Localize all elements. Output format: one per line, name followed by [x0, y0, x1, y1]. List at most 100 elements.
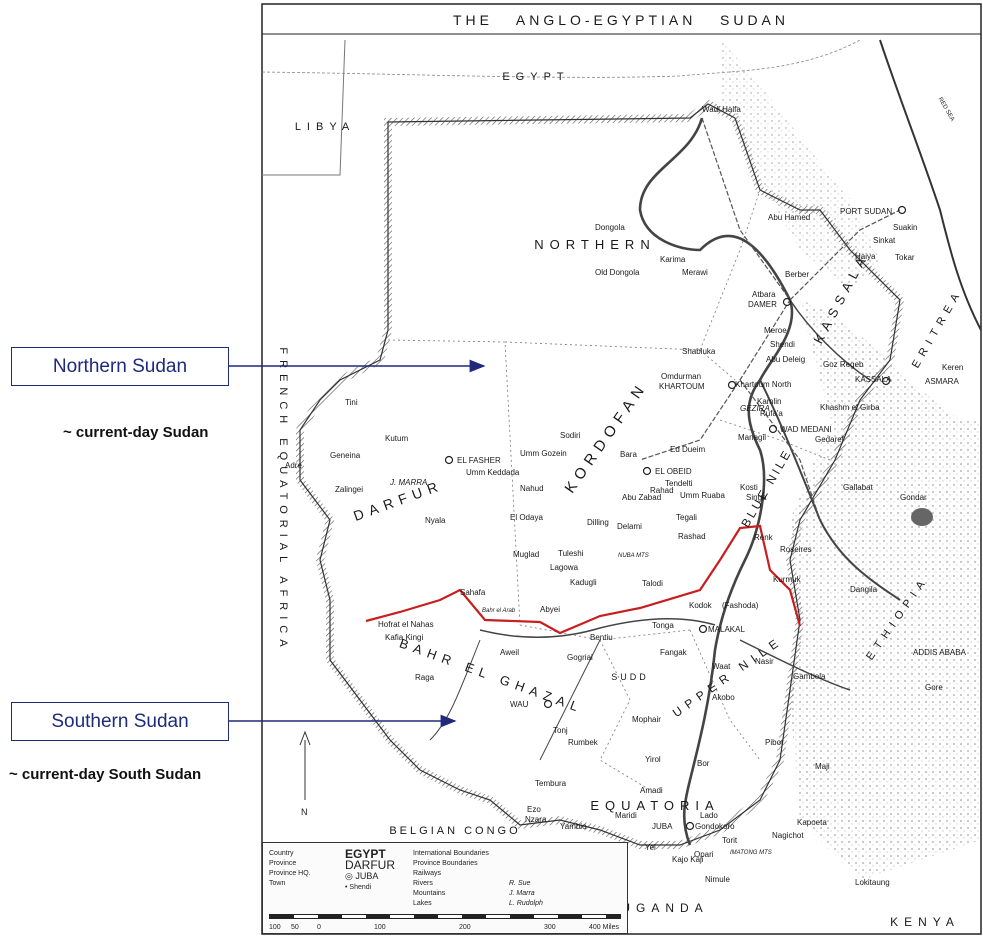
place-gondokoro: Gondokoro	[695, 822, 735, 831]
place-kamlin: Kamlin	[757, 397, 781, 406]
place-fangak: Fangak	[660, 648, 688, 657]
scale-label-3: 100	[374, 924, 386, 931]
place-tendelti: Tendelti	[665, 479, 693, 488]
place-khashm-el-girba: Khashm el Girba	[820, 403, 880, 412]
province-equatoria: EQUATORIA	[590, 798, 719, 813]
legend-mountains: Mountains	[413, 890, 446, 897]
place-lado: Lado	[700, 811, 718, 820]
country-uganda: UGANDA	[621, 901, 708, 915]
place-abu-zabad: Abu Zabad	[622, 493, 661, 502]
place-nyala: Nyala	[425, 516, 446, 525]
place-maji: Maji	[815, 762, 830, 771]
place-dilling: Dilling	[587, 518, 609, 527]
place-umm-ruaba: Umm Ruaba	[680, 491, 725, 500]
north-south-boundary	[365, 524, 802, 635]
place-akobo: Akobo	[712, 693, 735, 702]
place-wadi-halfa: Wadi Halfa	[702, 105, 741, 114]
place-kutum: Kutum	[385, 434, 408, 443]
place-kodok: Kodok	[689, 601, 713, 610]
country-libya: LIBYA	[295, 121, 355, 133]
place-yirol: Yirol	[645, 755, 661, 764]
place-khartoum-north: Khartoum North	[735, 380, 791, 389]
scale-label-2: 0	[317, 924, 321, 931]
place-tuleshi: Tuleshi	[558, 549, 584, 558]
legend-sample-1	[509, 859, 543, 869]
place-rashad: Rashad	[678, 532, 706, 541]
place-el-fasher: EL FASHER	[457, 456, 501, 465]
place-mophair: Mophair	[632, 715, 661, 724]
place-adre: Adre	[285, 461, 302, 470]
place-goz-regeb: Goz Regeb	[823, 360, 864, 369]
place-rahad: Rahad	[650, 486, 674, 495]
place-wad-medani: WAD MEDANI	[780, 425, 832, 434]
place-bahr-el-arab: Bahr el Arab	[482, 608, 516, 614]
place-suakin: Suakin	[893, 223, 917, 232]
north-arrow-head	[299, 730, 311, 746]
place-labels: Wadi Halfa Dongola Old Dongola Karima Me…	[285, 105, 967, 887]
place-asmara: ASMARA	[925, 377, 959, 386]
northern-sudan-subcaption: ~ current-day Sudan	[63, 424, 209, 441]
place-kapoeta: Kapoeta	[797, 818, 827, 827]
place-ezo: Ezo	[527, 805, 541, 814]
sudan-border	[299, 103, 901, 846]
legend-sample-lake: L. Rudolph	[509, 900, 543, 907]
place-malakal: MALAKAL	[708, 625, 745, 634]
place-keren: Keren	[942, 363, 963, 372]
place-bara: Bara	[620, 450, 637, 459]
place-tegali: Tegali	[676, 513, 697, 522]
place-abu-hamed: Abu Hamed	[768, 213, 810, 222]
place-nahud: Nahud	[520, 484, 544, 493]
place-abu-deleig: Abu Deleig	[766, 355, 805, 364]
place-omdurman: Omdurman	[661, 372, 701, 381]
bahr-el-ghazal-river	[479, 618, 716, 638]
north-arrow-label: N	[301, 807, 308, 817]
white-nile	[638, 117, 794, 846]
legend-col-examples: EGYPT DARFUR ◎ JUBA • Shendi	[345, 847, 395, 893]
legend-town: Town	[269, 880, 286, 887]
place-amadi: Amadi	[640, 786, 663, 795]
place-addis-ababa: ADDIS ABABA	[913, 648, 967, 657]
place-imatong-mts: IMATONG MTS	[730, 850, 772, 856]
red-sea-coast	[879, 39, 982, 331]
scale-label-6: 400 Miles	[589, 924, 619, 931]
legend-example-town: • Shendi	[345, 884, 372, 891]
place-talodi: Talodi	[642, 579, 663, 588]
town-markers	[444, 205, 907, 831]
place-delami: Delami	[617, 522, 642, 531]
southern-sudan-subcaption: ~ current-day South Sudan	[9, 766, 202, 783]
place-wau: WAU	[510, 700, 529, 709]
legend-sample-0	[509, 849, 543, 859]
jur-river	[539, 639, 601, 761]
place-yambio: Yambio	[560, 822, 587, 831]
place-zalingei: Zalingei	[335, 485, 363, 494]
place-gondar: Gondar	[900, 493, 927, 502]
map-legend: Country Province Province HQ. Town EGYPT…	[262, 842, 628, 934]
red-sea-hills-relief	[720, 40, 880, 290]
place-torit: Torit	[722, 836, 738, 845]
place-renk: Renk	[754, 533, 774, 542]
place-ed-dueim: Ed Dueim	[670, 445, 705, 454]
place-gore: Gore	[925, 683, 943, 692]
place-dongola: Dongola	[595, 223, 625, 232]
place-nzara: Nzara	[525, 815, 547, 824]
place-gezira: GEZIRA	[740, 404, 770, 413]
place-shabluka: Shabluka	[682, 347, 716, 356]
sobat-river	[739, 639, 851, 691]
egypt-boundary-line	[261, 39, 861, 78]
place-nimule: Nimule	[705, 875, 730, 884]
place-old-dongola: Old Dongola	[595, 268, 640, 277]
place-pibor: Pibor	[765, 738, 784, 747]
province-northern: NORTHERN	[534, 237, 655, 252]
legend-example-hq: ◎ JUBA	[345, 871, 379, 881]
lol-river	[429, 639, 481, 741]
southern-sudan-callout: Southern Sudan	[11, 702, 229, 741]
place-atbara: Atbara	[752, 290, 776, 299]
country-french-eq-africa: FRENCH EQUATORIAL AFRICA	[277, 347, 289, 652]
nile-rivers	[429, 117, 901, 846]
northern-sudan-callout: Northern Sudan	[11, 347, 229, 386]
legend-example-country: EGYPT	[345, 847, 386, 861]
country-egypt: EGYPT	[502, 71, 569, 83]
place-haiya: Haiya	[855, 252, 876, 261]
country-belgian-congo: BELGIAN CONGO	[389, 825, 520, 837]
